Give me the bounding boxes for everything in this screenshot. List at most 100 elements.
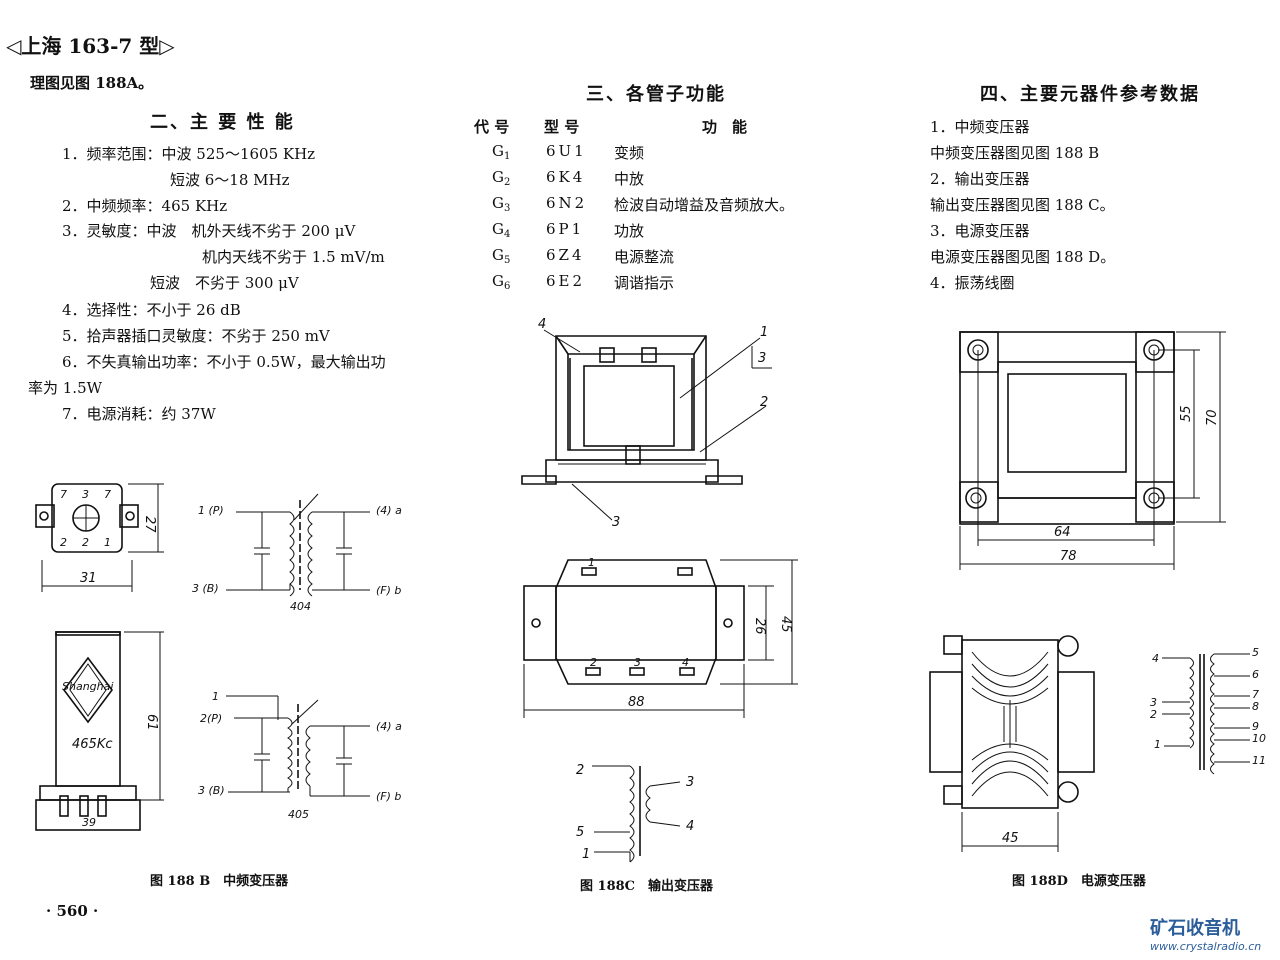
tube-code: G6 <box>492 272 511 292</box>
output-transformer-front-view: 4 1 3 2 3 <box>521 317 772 530</box>
dim-61: 61 <box>144 714 159 731</box>
callout-label: 3 <box>612 515 620 530</box>
spec-item: 6．不失真输出功率：不小于 0.5W，最大输出功 <box>62 353 386 371</box>
tube-code: G4 <box>492 220 511 240</box>
winding-label: 5 <box>576 825 584 840</box>
tube-col-function: 功 能 <box>702 118 748 136</box>
figure-188b-caption: 图 188 B 中频变压器 <box>150 874 289 889</box>
winding-label: 10 <box>1252 732 1266 745</box>
section2-title: 二、主 要 性 能 <box>150 112 295 133</box>
if-can-top-view: 7 3 7 2 2 1 31 27 <box>35 483 164 592</box>
callout-label: 2 <box>760 395 768 410</box>
coil-label: 405 <box>288 808 309 821</box>
spec-item: 3．灵敏度：中波 机外天线不劣于 200 μV <box>62 222 356 240</box>
tube-function: 变频 <box>614 144 645 162</box>
callout-label: 3 <box>758 351 766 366</box>
left-triangle-icon: ◁ <box>6 34 22 58</box>
section3-title: 三、各管子功能 <box>586 84 726 105</box>
coil-pin-label: 1 <box>212 690 219 703</box>
page-header: ◁上海 163-7 型▷ <box>6 30 175 59</box>
component-item: 中频变压器图见图 188 B <box>930 144 1100 162</box>
coil-pin-label: (4) a <box>376 720 402 733</box>
spec-item: 短波 不劣于 300 μV <box>150 274 299 292</box>
component-item: 2．输出变压器 <box>930 170 1030 188</box>
output-transformer-schematic: 2 5 1 3 4 <box>576 763 694 863</box>
coil-pin-label: (F) b <box>376 584 401 597</box>
coil-pin-label: 1 (P) <box>198 504 224 517</box>
right-triangle-icon: ▷ <box>159 34 175 58</box>
spec-item: 7．电源消耗：约 37W <box>62 405 216 423</box>
coil-pin-label: 2(P) <box>200 712 222 725</box>
coil-pin-label: 3 (B) <box>198 784 225 797</box>
winding-label: 3 <box>686 775 694 790</box>
tube-type: 6K4 <box>546 168 586 186</box>
if-coil-405-schematic: 1 2(P) 3 (B) (4) a (F) b 405 <box>198 690 402 821</box>
coil-label: 404 <box>290 600 311 613</box>
pin-label: 7 <box>104 488 111 501</box>
callout-label: 4 <box>538 317 546 332</box>
pin-label: 4 <box>682 656 689 669</box>
dim-55: 55 <box>1179 405 1194 422</box>
tube-function: 功放 <box>614 222 645 240</box>
figure-188d-caption: 图 188D 电源变压器 <box>1012 874 1146 889</box>
winding-label: 1 <box>1154 738 1161 751</box>
output-transformer-top-view: 1 2 3 4 45 26 88 <box>523 556 798 718</box>
brand-label: Shanghai <box>62 680 113 693</box>
winding-label: 4 <box>686 819 694 834</box>
component-item: 3．电源变压器 <box>930 222 1030 240</box>
tube-code: G1 <box>492 142 511 162</box>
power-transformer-schematic: 4 3 2 1 5 6 7 8 9 10 11 <box>1150 646 1266 775</box>
dim-70: 70 <box>1205 409 1220 426</box>
power-transformer-top-view: 64 78 55 70 <box>959 331 1226 570</box>
winding-label: 11 <box>1252 754 1266 767</box>
winding-label: 2 <box>1150 708 1157 721</box>
tube-function: 中放 <box>614 170 645 188</box>
winding-label: 2 <box>576 763 584 778</box>
tube-type: 6U1 <box>546 142 587 160</box>
freq-label: 465Kc <box>72 737 113 752</box>
tube-function: 检波自动增益及音频放大。 <box>614 196 795 214</box>
winding-label: 9 <box>1252 720 1259 733</box>
dim-88: 88 <box>628 695 645 710</box>
dim-27: 27 <box>142 516 157 533</box>
pin-label: 2 <box>82 536 89 549</box>
tube-col-type: 型 号 <box>544 118 580 136</box>
watermark-logo: 矿石收音机 www.crystalradio.cn <box>1150 914 1261 953</box>
component-item: 电源变压器图见图 188 D。 <box>930 248 1116 266</box>
spec-item: 短波 6～18 MHz <box>170 171 290 189</box>
winding-label: 1 <box>582 847 590 862</box>
tube-code: G3 <box>492 194 511 214</box>
dim-31: 31 <box>80 571 97 586</box>
intro-line: 理图见图 188A。 <box>30 74 154 92</box>
pin-label: 3 <box>634 656 641 669</box>
component-item: 输出变压器图见图 188 C。 <box>930 196 1115 214</box>
winding-label: 4 <box>1152 652 1159 665</box>
spec-item: 1．频率范围：中波 525～1605 KHz <box>62 145 316 163</box>
dim-45: 45 <box>1002 831 1019 846</box>
tube-code: G2 <box>492 168 511 188</box>
component-item: 1．中频变压器 <box>930 118 1030 136</box>
tube-function: 调谐指示 <box>614 274 675 292</box>
winding-label: 5 <box>1252 646 1259 659</box>
pin-label: 3 <box>82 488 89 501</box>
tube-type: 6N2 <box>546 194 588 212</box>
pin-label: 1 <box>104 536 111 549</box>
spec-item: 2．中频频率：465 KHz <box>62 197 228 215</box>
pin-label: 2 <box>590 656 597 669</box>
tube-type: 6P1 <box>546 220 585 238</box>
tube-type: 6E2 <box>546 272 586 290</box>
dim-45: 45 <box>778 616 793 633</box>
if-coil-404-schematic: 1 (P) 3 (B) (4) a (F) b 404 <box>192 493 402 613</box>
pin-label: 7 <box>60 488 67 501</box>
dim-78: 78 <box>1060 549 1077 564</box>
coil-pin-label: (F) b <box>376 790 401 803</box>
winding-label: 6 <box>1252 668 1259 681</box>
spec-item: 率为 1.5W <box>28 379 103 397</box>
watermark-url: www.crystalradio.cn <box>1150 940 1262 953</box>
pin-label: 2 <box>60 536 67 549</box>
page-number: · 560 · <box>46 902 99 920</box>
if-can-side-view: Shanghai 465Kc 61 39 <box>35 631 164 831</box>
spec-item: 4．选择性：不小于 26 dB <box>62 301 241 319</box>
